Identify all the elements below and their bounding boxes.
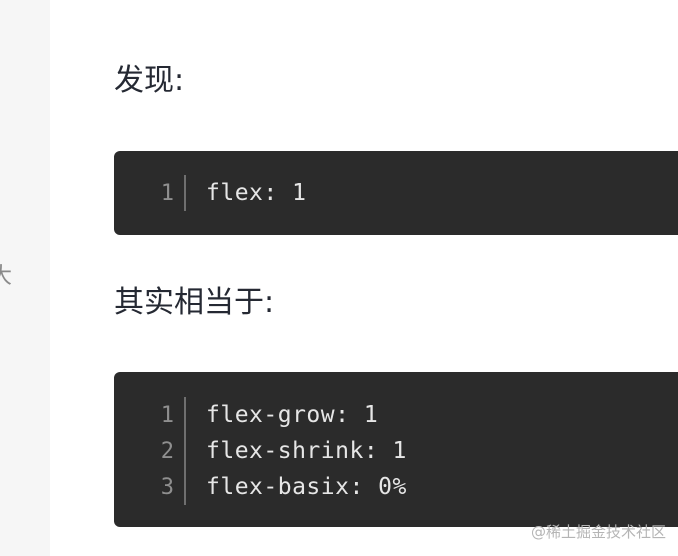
sidebar-fragment-text: 大: [0, 264, 13, 289]
gutter-divider: [184, 469, 186, 505]
code-block-1[interactable]: 1 flex: 1: [114, 151, 678, 235]
gutter-divider: [184, 433, 186, 469]
line-number: 2: [160, 438, 174, 464]
code-text: flex-basix: 0%: [206, 474, 407, 500]
code-line: 2 flex-shrink: 1: [152, 433, 678, 469]
code-text: flex-grow: 1: [206, 402, 379, 428]
code-block-2[interactable]: 1 flex-grow: 1 2 flex-shrink: 1 3 flex-b…: [114, 372, 678, 527]
code-line: 1 flex: 1: [152, 175, 678, 211]
article-heading-2: 其实相当于:: [114, 285, 275, 320]
line-number: 3: [160, 474, 174, 500]
code-area: 1 flex: 1 1 flex-grow: 1 2 flex-shrink: …: [114, 0, 678, 556]
line-number: 1: [160, 402, 174, 428]
watermark-text: @稀土掘金技术社区: [530, 523, 666, 541]
code-line: 3 flex-basix: 0%: [152, 469, 678, 505]
code-text: flex-shrink: 1: [206, 438, 407, 464]
sidebar-strip: 大: [0, 0, 50, 556]
gutter-divider: [184, 397, 186, 433]
gutter-divider: [184, 175, 186, 211]
article-heading-1: 发现:: [114, 63, 185, 98]
line-number: 1: [160, 180, 174, 206]
code-text: flex: 1: [206, 180, 307, 206]
code-line: 1 flex-grow: 1: [152, 397, 678, 433]
